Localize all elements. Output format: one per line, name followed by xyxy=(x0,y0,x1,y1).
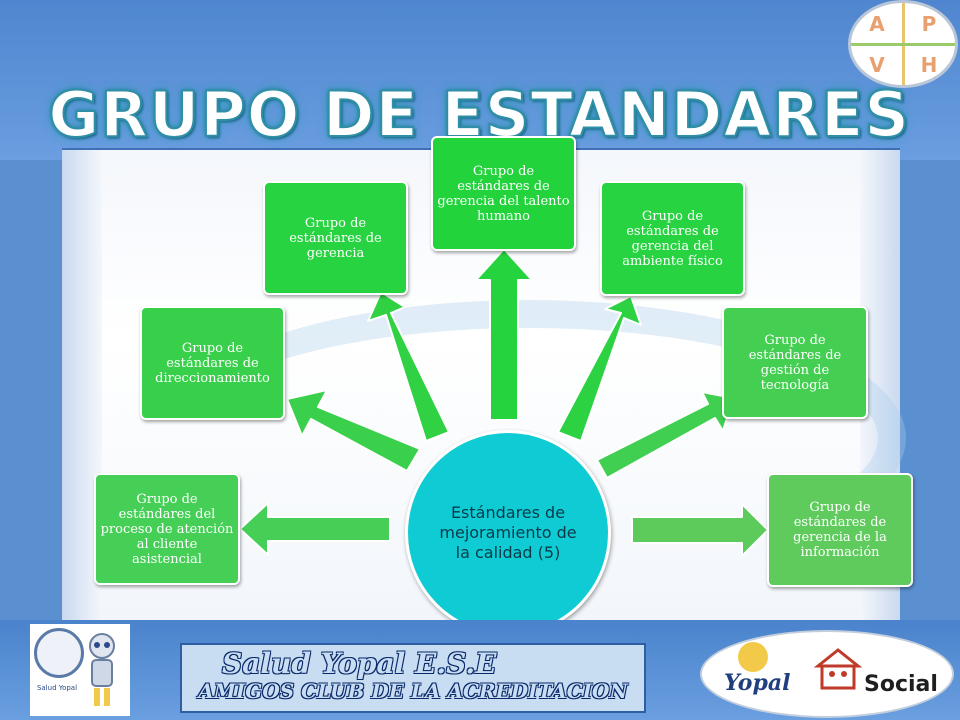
badge-h: H xyxy=(920,52,938,77)
club-banner: Salud Yopal E.S.E AMIGOS CLUB DE LA ACRE… xyxy=(180,643,646,713)
yopal-social-logo: Yopal Social xyxy=(700,630,954,718)
arrow-up xyxy=(475,248,533,421)
arrow-up-right xyxy=(557,295,642,442)
badge-p: P xyxy=(921,11,937,36)
seal-icon xyxy=(34,628,84,678)
header-band xyxy=(0,0,960,160)
accreditation-logo: Salud Yopal xyxy=(30,624,130,716)
sun-icon xyxy=(738,642,768,672)
salud-yopal-mini-logo: Salud Yopal xyxy=(36,684,78,692)
box-talento-humano: Grupo de estándares de gerencia del tale… xyxy=(431,136,576,251)
arrow-upper-left xyxy=(286,389,421,472)
center-circle: Estándares de mejoramiento de la calidad… xyxy=(405,430,611,636)
badge-v: V xyxy=(869,52,885,77)
box-gestion-tecnologia: Grupo de estándares de gestión de tecnol… xyxy=(722,306,868,419)
box-ambiente-fisico: Grupo de estándares de gerencia del ambi… xyxy=(600,181,745,296)
arrow-left xyxy=(239,502,391,556)
box-atencion-cliente: Grupo de estándares del proceso de atenc… xyxy=(94,473,240,585)
arrow-up-left xyxy=(367,291,450,442)
badge-a: A xyxy=(869,11,885,36)
box-gerencia: Grupo de estándares de gerencia xyxy=(263,181,408,295)
box-direccionamiento: Grupo de estándares de direccionamiento xyxy=(140,306,285,420)
social-wordmark: Social xyxy=(864,672,938,697)
box-gerencia-informacion: Grupo de estándares de gerencia de la in… xyxy=(767,473,913,587)
arrow-right-upper xyxy=(596,391,734,479)
house-family-icon xyxy=(814,648,862,690)
phva-cycle-logo: A P V H xyxy=(848,0,958,88)
yopal-wordmark: Yopal xyxy=(724,670,791,696)
arrow-right xyxy=(631,503,769,557)
banner-line-2: AMIGOS CLUB DE LA ACREDITACION xyxy=(198,679,628,703)
robot-mascot-icon xyxy=(89,633,115,706)
banner-line-1: Salud Yopal E.S.E xyxy=(222,647,497,680)
